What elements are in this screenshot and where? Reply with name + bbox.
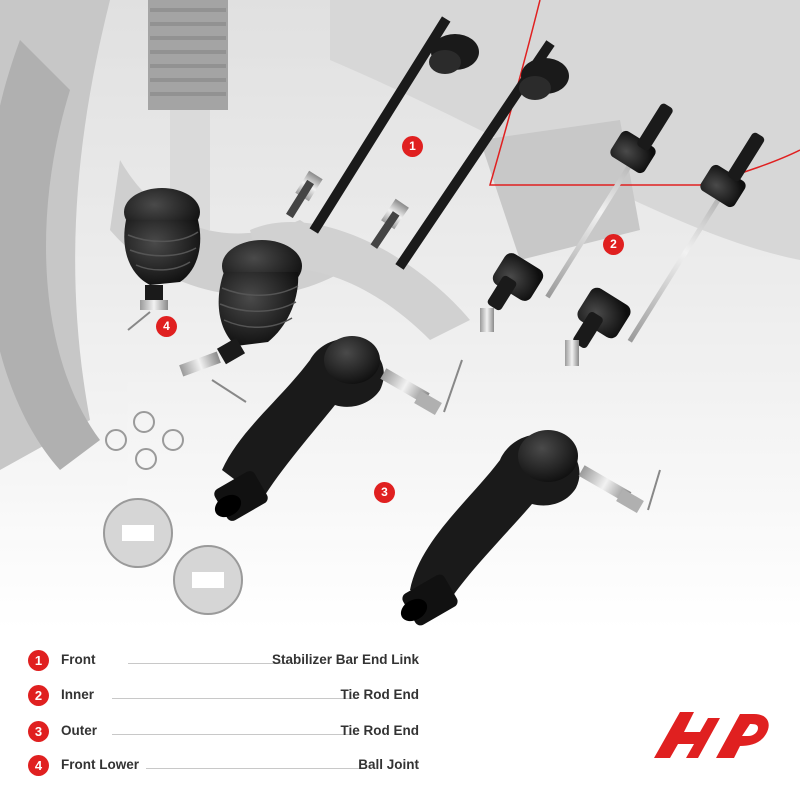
legend-divider bbox=[146, 768, 366, 769]
legend-badge: 1 bbox=[28, 650, 49, 671]
legend-divider bbox=[112, 698, 356, 699]
inner-tie-rod-left bbox=[286, 16, 479, 234]
legend-label-left: Front Lower bbox=[61, 757, 139, 772]
legend-row-4: 4 Front Lower Ball Joint bbox=[28, 755, 428, 779]
legend-row-3: 3 Outer Tie Rod End bbox=[28, 721, 428, 745]
legend-badge: 2 bbox=[28, 685, 49, 706]
legend-divider bbox=[112, 734, 356, 735]
callout-4: 4 bbox=[156, 316, 177, 337]
legend-badge: 4 bbox=[28, 755, 49, 776]
legend-label-left: Inner bbox=[61, 687, 95, 702]
ball-joint-right bbox=[179, 240, 302, 403]
legend-label-left: Outer bbox=[61, 723, 98, 738]
callout-1: 1 bbox=[402, 136, 423, 157]
end-link-right bbox=[565, 132, 765, 366]
legend-label-right: Tie Rod End bbox=[340, 687, 419, 702]
callout-3: 3 bbox=[374, 482, 395, 503]
product-photo bbox=[0, 0, 800, 630]
legend-label-left: Front bbox=[61, 652, 96, 667]
clip-rings bbox=[105, 411, 184, 470]
legend-row-1: 1 Front Stabilizer Bar End Link bbox=[28, 650, 428, 674]
legend-badge: 3 bbox=[28, 721, 49, 742]
inner-tie-rod-right bbox=[370, 40, 569, 270]
a-premium-logo bbox=[654, 712, 769, 758]
callout-2: 2 bbox=[603, 234, 624, 255]
end-link-left bbox=[480, 103, 673, 332]
legend-label-right: Tie Rod End bbox=[340, 723, 419, 738]
ball-joint-left bbox=[124, 188, 201, 331]
legend-label-right: Stabilizer Bar End Link bbox=[271, 652, 419, 667]
legend-row-2: 2 Inner Tie Rod End bbox=[28, 685, 428, 709]
legend-divider bbox=[128, 663, 288, 664]
legend-label-right: Ball Joint bbox=[358, 757, 419, 772]
outer-tie-rod-end-right bbox=[400, 430, 661, 626]
outer-tie-rod-end-left bbox=[214, 336, 463, 521]
washers bbox=[103, 498, 243, 615]
